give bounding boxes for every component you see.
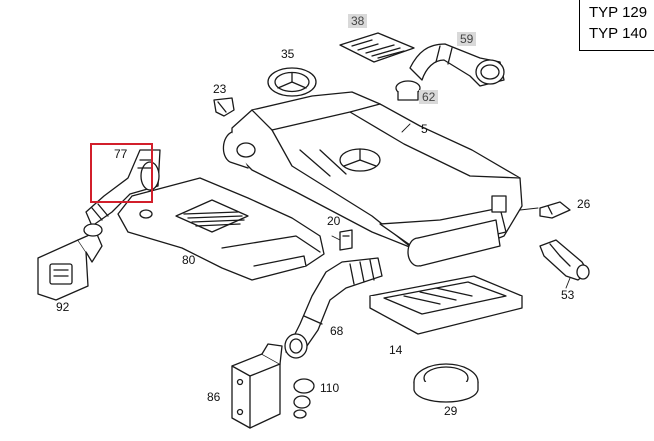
part-14-filter — [369, 275, 523, 335]
part-20-bracket — [339, 229, 353, 251]
part-label-80: 80 — [182, 253, 196, 267]
part-92-duct — [37, 223, 103, 301]
part-26-clip — [539, 201, 571, 219]
part-label-110: 110 — [320, 381, 340, 395]
part-68-hose — [284, 257, 383, 359]
part-29-ring — [413, 363, 479, 403]
part-label-59: 59 — [457, 32, 477, 46]
part-label-35: 35 — [281, 47, 295, 61]
part-label-53: 53 — [561, 288, 575, 302]
part-23-clip — [213, 97, 235, 117]
model-box: TYP 129 TYP 140 — [579, 0, 654, 51]
part-80-shield — [117, 177, 325, 281]
part-label-86: 86 — [207, 390, 221, 404]
part-label-26: 26 — [577, 197, 591, 211]
leader-lines — [331, 123, 571, 289]
part-77-hose — [85, 149, 161, 227]
part-label-23: 23 — [213, 82, 227, 96]
part-77-highlight-frame — [90, 143, 153, 203]
part-label-92: 92 — [56, 300, 70, 314]
part-label-29: 29 — [444, 404, 458, 418]
part-label-20: 20 — [327, 214, 341, 228]
model-line-1: TYP 129 — [589, 4, 648, 21]
part-38-shape — [339, 32, 415, 63]
part-35-emblem — [267, 67, 317, 97]
part-62-clamp — [395, 80, 421, 101]
part-label-5: 5 — [421, 122, 428, 136]
model-line-2: TYP 140 — [589, 25, 648, 42]
part-label-62: 62 — [419, 90, 439, 104]
part-53-sensor — [539, 239, 590, 281]
part-5-housing — [222, 91, 523, 267]
part-label-38: 38 — [348, 14, 368, 28]
part-110-grommets — [293, 378, 315, 419]
part-59-hose — [409, 43, 505, 87]
part-label-68: 68 — [330, 324, 344, 338]
part-label-14: 14 — [389, 343, 403, 357]
part-label-77: 77 — [114, 147, 128, 161]
part-86-control-unit — [231, 343, 283, 429]
